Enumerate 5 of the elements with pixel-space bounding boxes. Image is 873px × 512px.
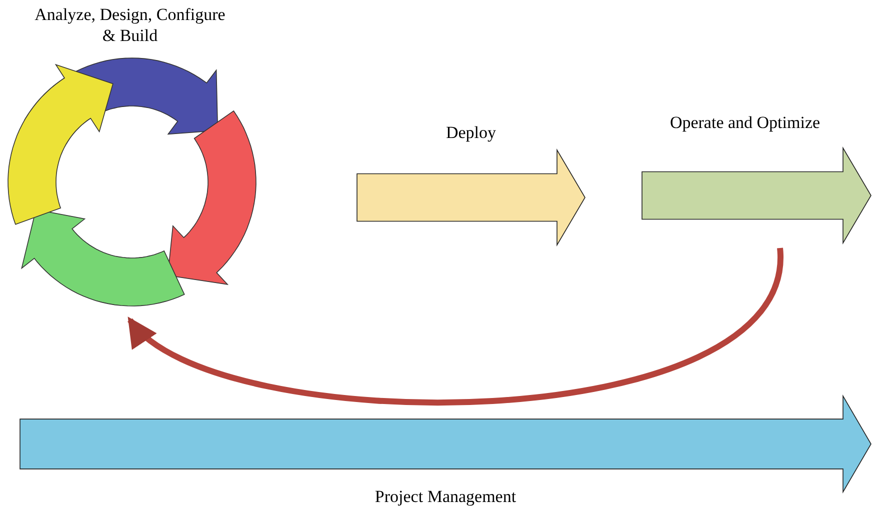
cycle-heading: Analyze, Design, Configure & Build bbox=[34, 4, 226, 46]
stage-label: Deploy bbox=[444, 122, 498, 143]
curved-arrow bbox=[127, 248, 783, 406]
stage-label: Project Management bbox=[374, 486, 518, 507]
stage-label: Operate and Optimize bbox=[668, 112, 822, 133]
